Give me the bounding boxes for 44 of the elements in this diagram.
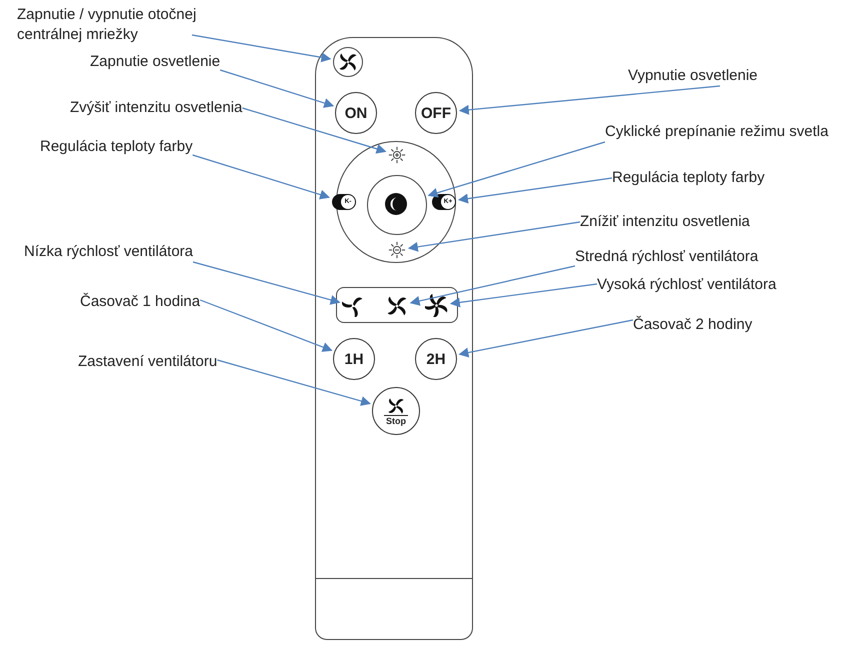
- annotation-label: Zapnutie / vypnutie otočnej centrálnej mriežky: [17, 5, 247, 45]
- round-button: [333, 47, 363, 77]
- fan-icon: [425, 294, 448, 317]
- leader-arrow: [200, 299, 333, 352]
- round-button: [372, 387, 420, 435]
- leader-arrow: [428, 141, 606, 198]
- leader-arrow: [458, 85, 720, 115]
- color-temperature-toggle: [332, 194, 356, 210]
- leader-arrow: [458, 319, 634, 358]
- leader-arrow: [220, 69, 334, 108]
- color-temperature-toggle: [432, 194, 456, 210]
- annotation-label: Zastavení ventilátoru: [78, 352, 218, 372]
- leader-arrow: [458, 177, 612, 204]
- round-button: 2H: [415, 338, 457, 380]
- annotation-label: Vypnutie osvetlenie: [628, 66, 758, 86]
- leader-arrow: [410, 265, 576, 306]
- annotation-label: Cyklické prepínanie režimu svetla: [605, 122, 828, 142]
- annotation-label: Znížiť intenzitu osvetlenia: [580, 212, 750, 232]
- leader-arrow: [192, 34, 332, 62]
- annotation-label: Nízka rýchlosť ventilátora: [24, 242, 194, 262]
- round-button: 1H: [333, 338, 375, 380]
- round-button: OFF: [415, 92, 457, 134]
- leader-arrow: [408, 221, 580, 252]
- round-button: ON: [335, 92, 377, 134]
- remote-control-body: [315, 37, 473, 640]
- fan-icon: [386, 295, 408, 317]
- button-label: Stop: [384, 414, 408, 426]
- annotation-label: Regulácia teploty farby: [612, 168, 765, 188]
- annotation-label: Vysoká rýchlosť ventilátora: [597, 275, 776, 295]
- brightness-down-icon: [388, 241, 406, 259]
- leader-arrow: [192, 261, 340, 305]
- brightness-up-icon: [388, 146, 406, 164]
- leader-arrow: [242, 107, 386, 154]
- leader-arrow: [192, 154, 330, 200]
- annotation-label: Zvýšiť intenzitu osvetlenia: [70, 98, 242, 118]
- annotation-label: Regulácia teploty farby: [40, 137, 193, 157]
- fan-speed-panel: [336, 287, 458, 323]
- annotation-label: Zapnutie osvetlenie: [90, 52, 220, 72]
- annotation-label: Časovač 2 hodiny: [633, 315, 752, 335]
- fan-icon: [342, 295, 364, 317]
- annotation-label: Stredná rýchlosť ventilátora: [575, 247, 758, 267]
- leader-arrow: [217, 359, 371, 406]
- leader-arrow: [450, 283, 598, 308]
- annotation-label: Časovač 1 hodina: [80, 292, 200, 312]
